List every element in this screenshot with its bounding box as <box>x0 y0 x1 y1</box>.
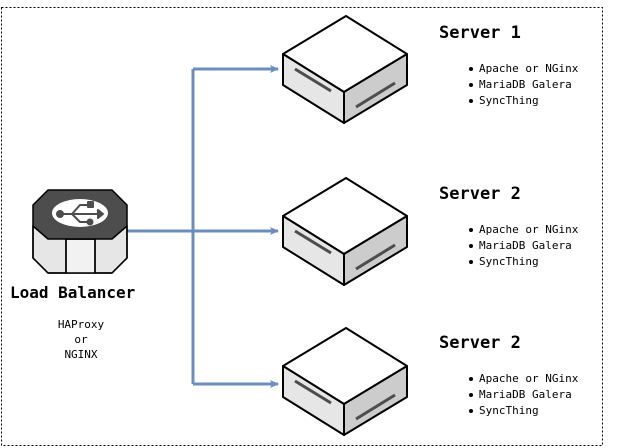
load-balancer-software: HAProxy or NGINX <box>41 317 121 362</box>
service-item: SyncThing <box>467 93 578 109</box>
server-box-icon <box>282 327 408 436</box>
service-item: MariaDB Galera <box>467 77 578 93</box>
server-3-title: Server 2 <box>439 333 521 353</box>
service-item: Apache or NGinx <box>467 222 578 238</box>
load-balancer-appliance-icon <box>32 189 128 274</box>
service-item: Apache or NGinx <box>467 371 578 387</box>
load-balancer-software-or: or <box>74 333 88 346</box>
network-usb-icon <box>56 201 104 226</box>
service-item: Apache or NGinx <box>467 61 578 77</box>
service-item: SyncThing <box>467 254 578 270</box>
server-2-title: Server 2 <box>439 184 521 204</box>
load-balancer-software-1: HAProxy <box>57 318 105 331</box>
connectors <box>127 65 279 388</box>
service-item: SyncThing <box>467 403 578 419</box>
diagram-border <box>1 7 603 446</box>
server-2-services: Apache or NGinx MariaDB Galera SyncThing <box>467 222 578 270</box>
service-item: MariaDB Galera <box>467 238 578 254</box>
server-1-services: Apache or NGinx MariaDB Galera SyncThing <box>467 61 578 109</box>
load-balancer-title: Load Balancer <box>10 283 136 302</box>
server-box-icon <box>282 177 408 286</box>
server-3-services: Apache or NGinx MariaDB Galera SyncThing <box>467 371 578 419</box>
server-1-title: Server 1 <box>439 23 521 43</box>
load-balancer-software-2: NGINX <box>64 348 98 361</box>
service-item: MariaDB Galera <box>467 387 578 403</box>
server-box-icon <box>282 15 408 124</box>
